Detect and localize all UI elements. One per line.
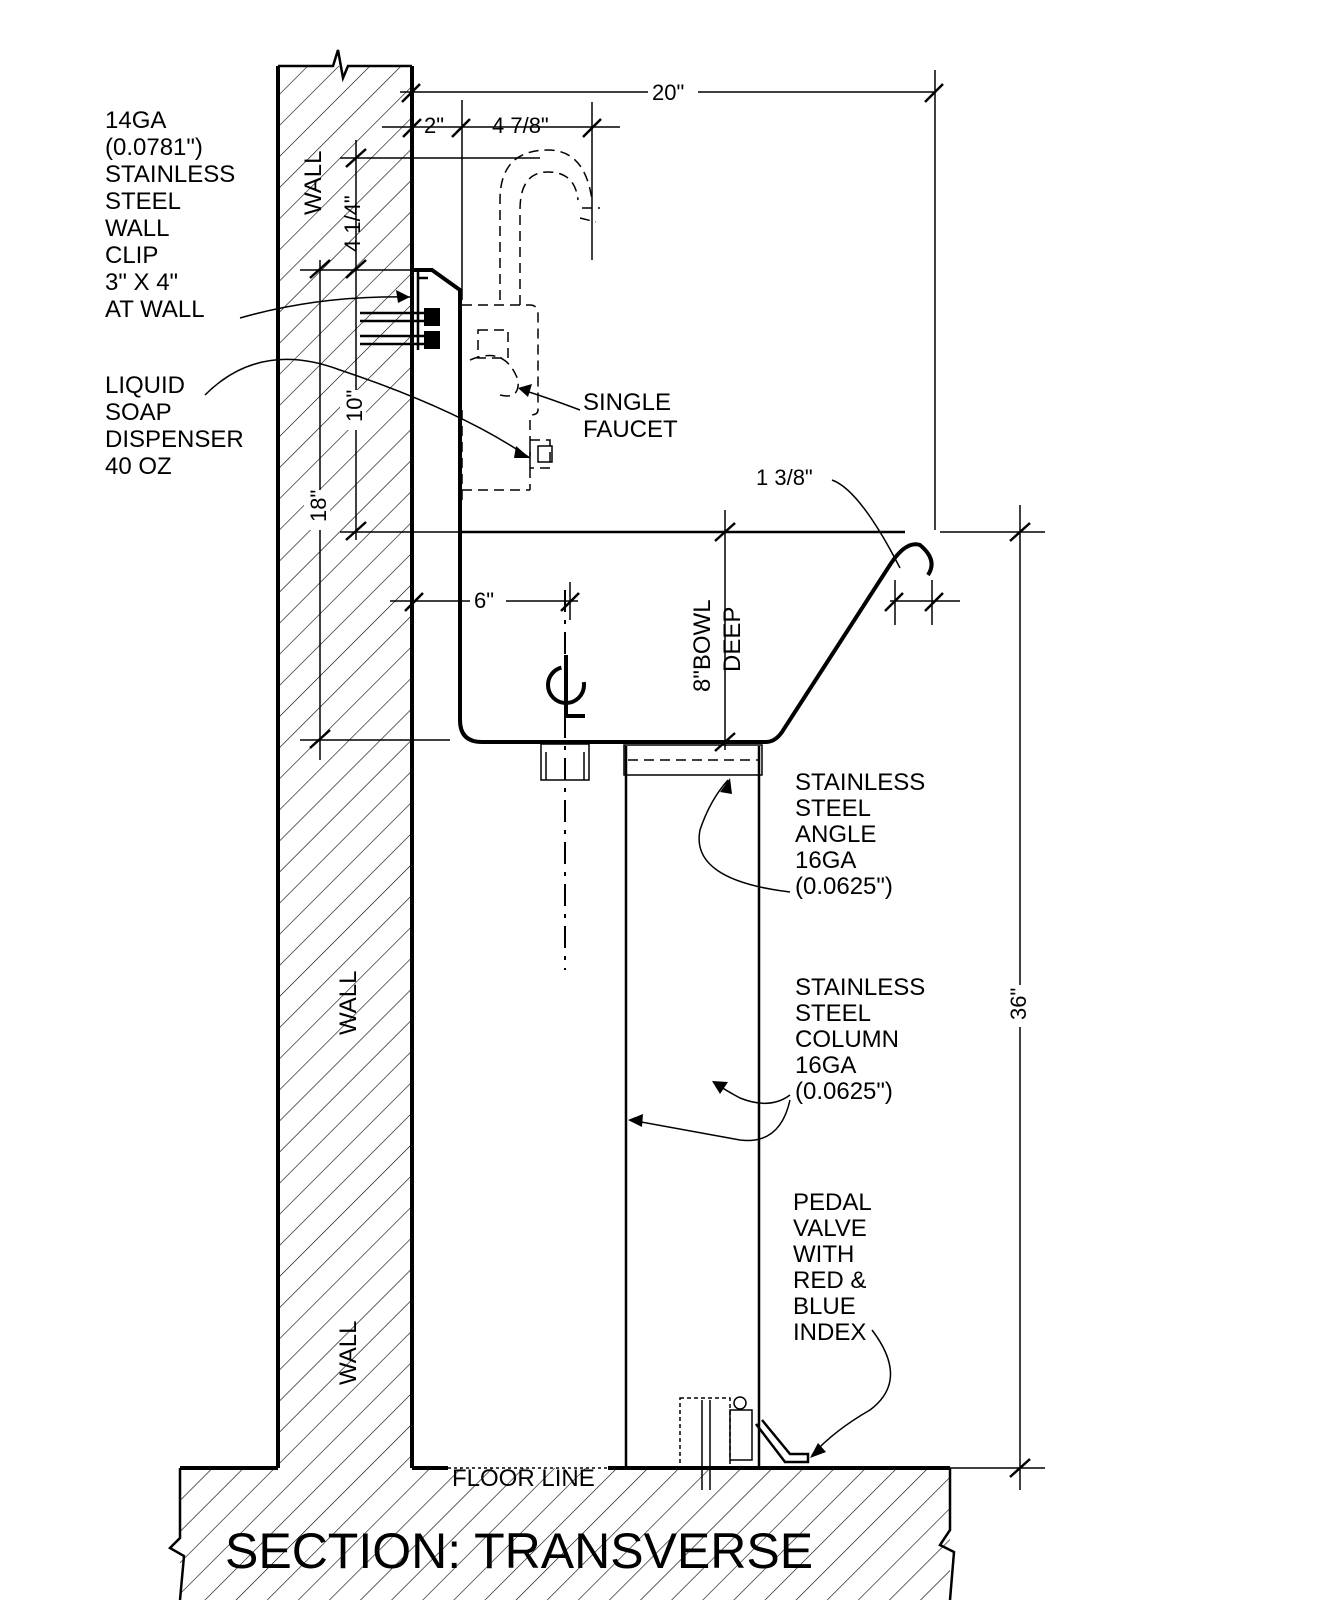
dim-wall-offset: 2" <box>424 113 444 138</box>
svg-text:CL: CL <box>556 699 587 726</box>
centerline-symbol: CL <box>546 655 587 726</box>
dim-overall-depth: 20" <box>652 80 684 105</box>
wall-clip-label: 14GA (0.0781") STAINLESS STEEL WALL CLIP… <box>105 107 235 323</box>
svg-text:VALVE: VALVE <box>793 1215 867 1242</box>
wall-anchors <box>360 308 440 349</box>
svg-text:SINGLE: SINGLE <box>583 389 671 416</box>
svg-text:14GA: 14GA <box>105 107 166 134</box>
pedal-valve <box>679 1396 810 1490</box>
svg-text:RED &: RED & <box>793 1267 866 1294</box>
floor-slab <box>167 1466 956 1600</box>
svg-text:(0.0625"): (0.0625") <box>795 1078 893 1105</box>
svg-text:STEEL: STEEL <box>795 1000 871 1027</box>
svg-text:CLIP: CLIP <box>105 242 158 269</box>
dim-rim-height: 36" <box>1006 988 1031 1020</box>
bowl-depth-label-1: 8"BOWL <box>689 599 716 692</box>
dim-clip-to-rim: 10" <box>342 390 367 422</box>
pedal-valve-label: PEDAL VALVE WITH RED & BLUE INDEX <box>793 1189 872 1346</box>
svg-text:DISPENSER: DISPENSER <box>105 426 244 453</box>
bowl-depth-label-2: DEEP <box>719 607 746 672</box>
wall <box>276 49 414 1468</box>
floor-line-label: FLOOR LINE <box>452 1465 595 1492</box>
svg-text:(0.0625"): (0.0625") <box>795 873 893 900</box>
svg-text:SOAP: SOAP <box>105 399 172 426</box>
leader-lines <box>204 290 901 1458</box>
wall-label-bottom: WALL <box>335 1321 362 1385</box>
drain <box>540 590 590 970</box>
svg-text:PEDAL: PEDAL <box>793 1189 872 1216</box>
dim-drain-offset: 6" <box>474 588 494 613</box>
svg-text:FAUCET: FAUCET <box>583 416 678 443</box>
angle-label: STAINLESS STEEL ANGLE 16GA (0.0625") <box>795 769 925 900</box>
svg-text:3" X 4": 3" X 4" <box>105 269 178 296</box>
column-label: STAINLESS STEEL COLUMN 16GA (0.0625") <box>795 974 925 1105</box>
faucet <box>461 149 600 500</box>
dim-faucet-reach: 4 7/8" <box>492 113 549 138</box>
svg-text:AT WALL: AT WALL <box>105 296 205 323</box>
dim-rim: 1 3/8" <box>756 465 813 490</box>
svg-text:BLUE: BLUE <box>793 1293 856 1320</box>
dim-faucet-height: 4 1/4" <box>340 195 365 252</box>
soap-dispenser-label: LIQUID SOAP DISPENSER 40 OZ <box>105 372 244 480</box>
svg-text:STEEL: STEEL <box>105 188 181 215</box>
svg-text:16GA: 16GA <box>795 1052 856 1079</box>
svg-text:LIQUID: LIQUID <box>105 372 185 399</box>
sink-bowl <box>410 268 934 744</box>
dim-wall-to-bottom: 18" <box>306 490 331 522</box>
wall-label-top: WALL <box>300 151 327 215</box>
wall-label-mid: WALL <box>335 971 362 1035</box>
svg-text:STEEL: STEEL <box>795 795 871 822</box>
svg-text:INDEX: INDEX <box>793 1319 866 1346</box>
svg-text:WALL: WALL <box>105 215 169 242</box>
faucet-label: SINGLE FAUCET <box>583 389 678 443</box>
column <box>623 744 763 1468</box>
svg-text:COLUMN: COLUMN <box>795 1026 899 1053</box>
svg-text:STAINLESS: STAINLESS <box>795 769 925 796</box>
svg-text:STAINLESS: STAINLESS <box>105 161 235 188</box>
svg-text:ANGLE: ANGLE <box>795 821 876 848</box>
svg-text:16GA: 16GA <box>795 847 856 874</box>
svg-text:WITH: WITH <box>793 1241 854 1268</box>
svg-text:40 OZ: 40 OZ <box>105 453 172 480</box>
drawing-title: SECTION: TRANSVERSE <box>225 1523 813 1579</box>
svg-text:(0.0781"): (0.0781") <box>105 134 203 161</box>
svg-text:STAINLESS: STAINLESS <box>795 974 925 1001</box>
